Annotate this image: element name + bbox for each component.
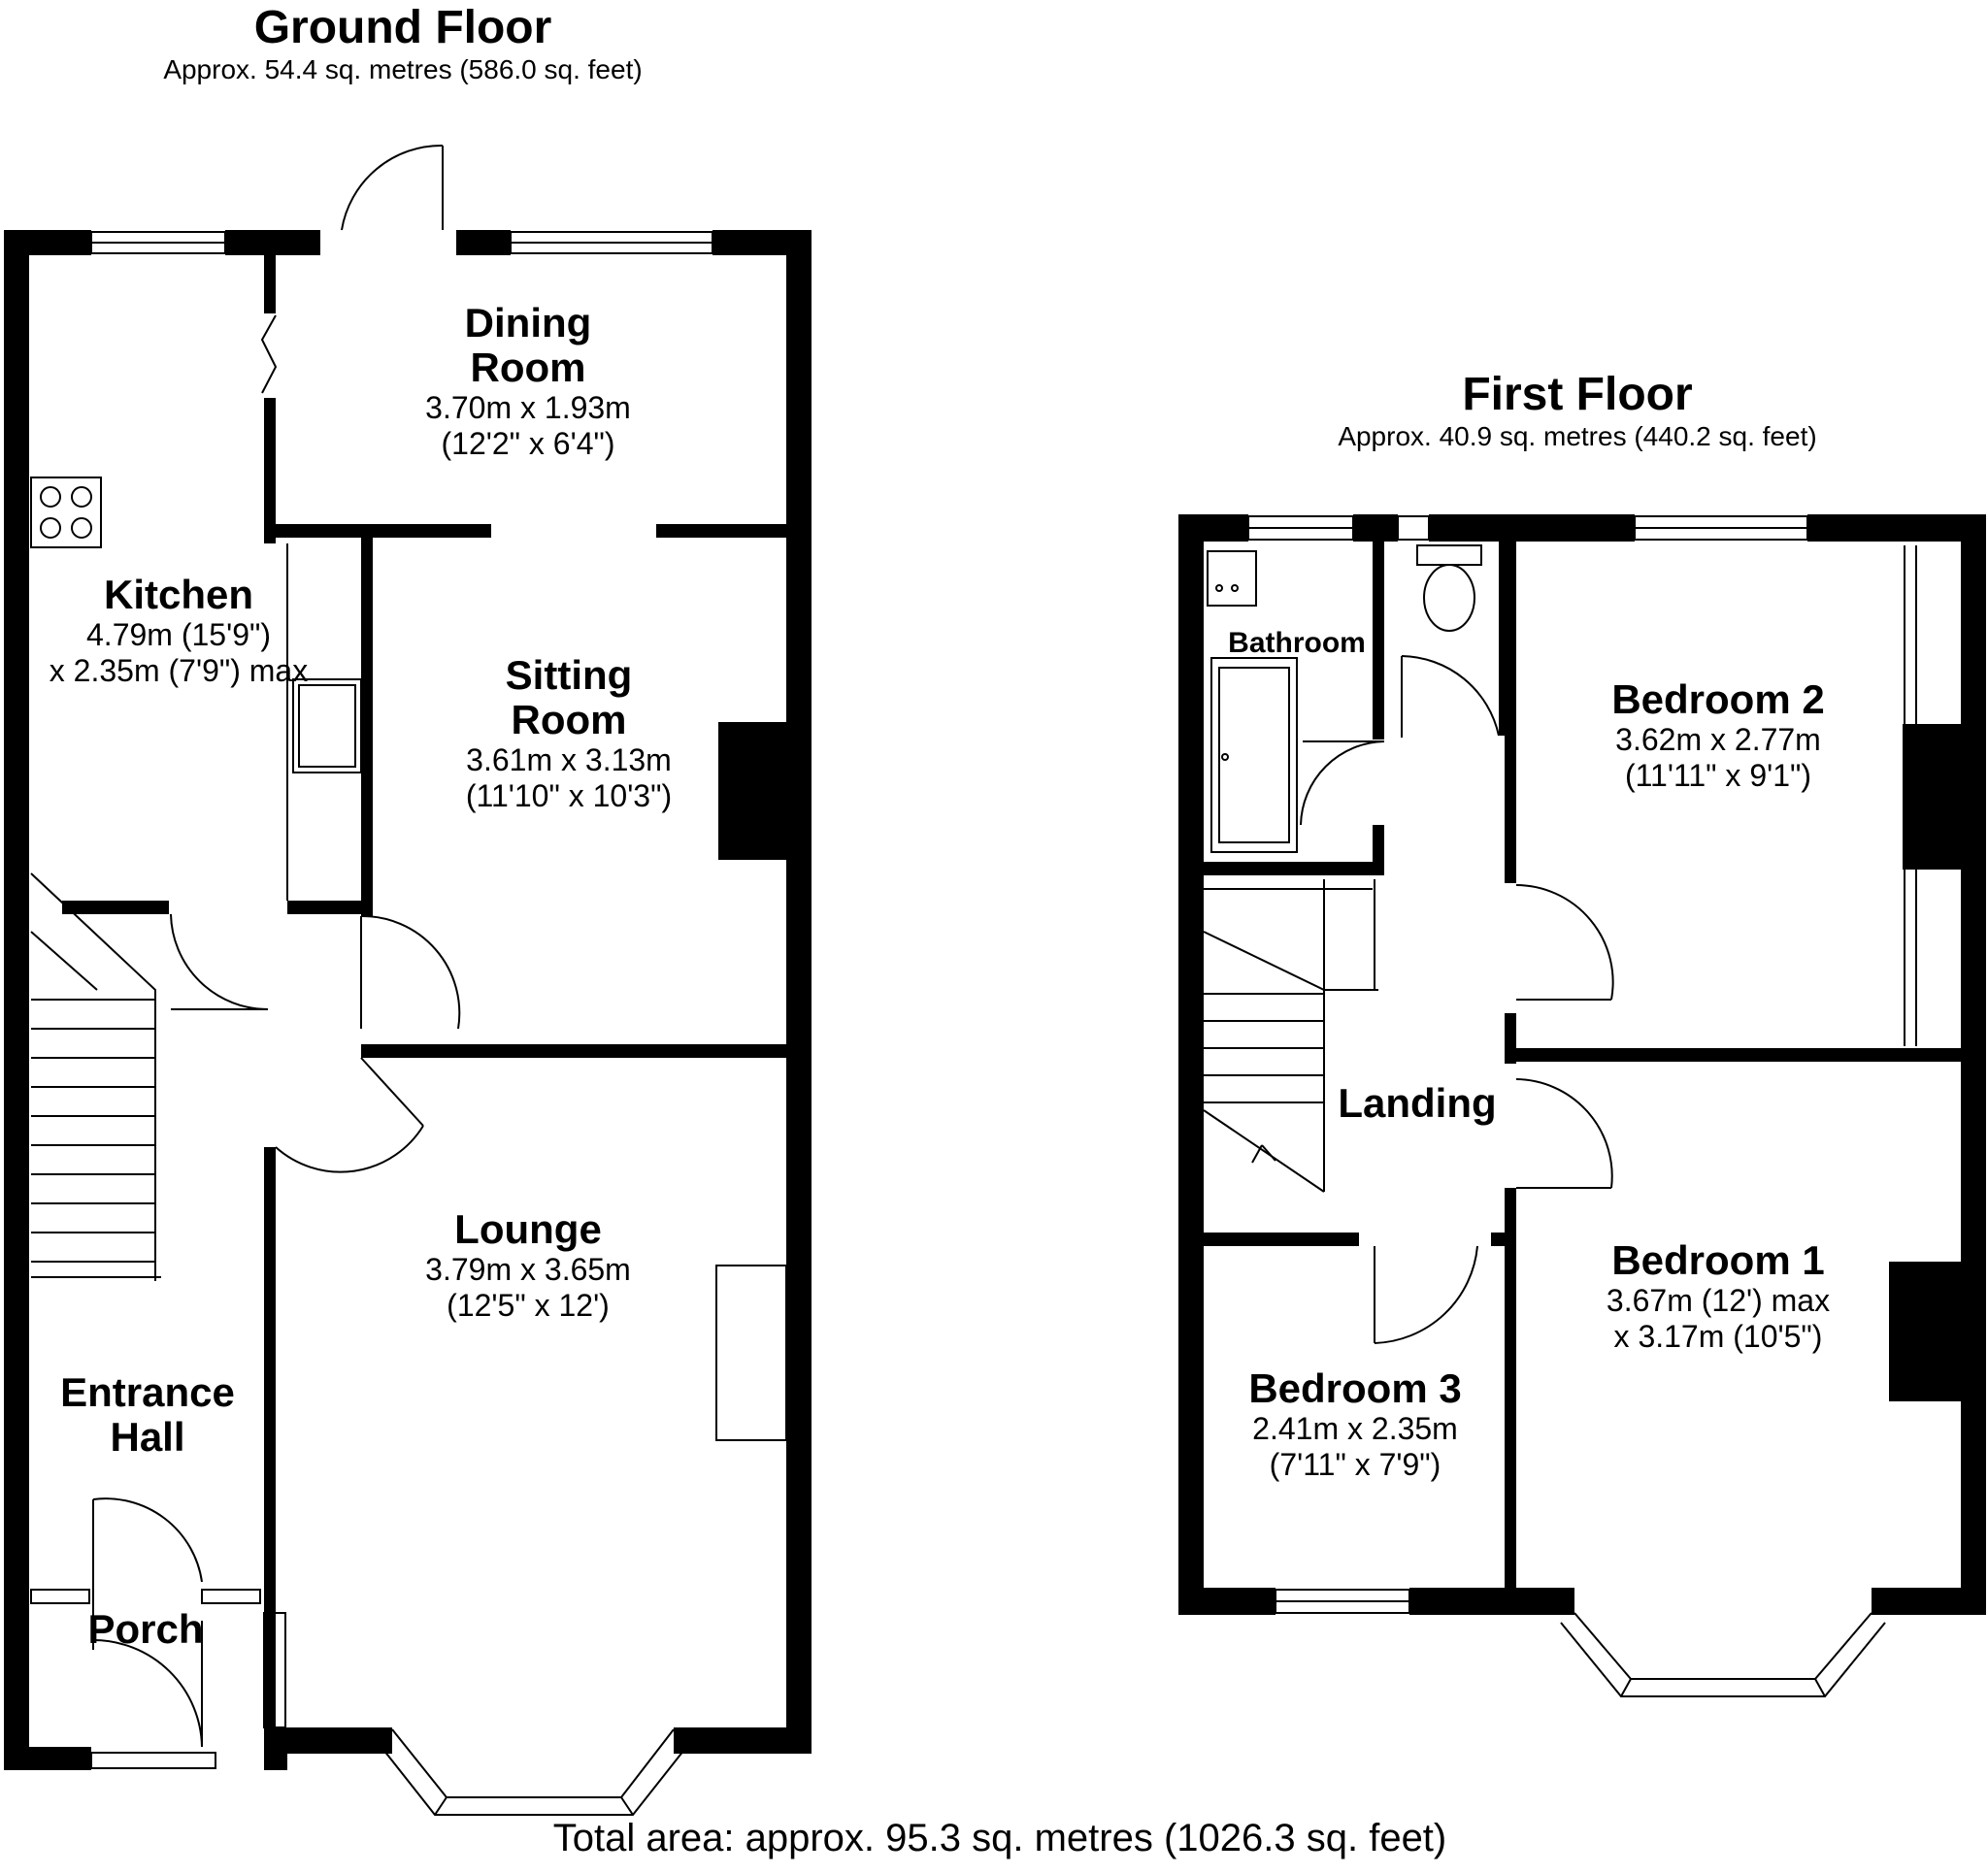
bedroom-2-name: Bedroom 2: [1611, 676, 1825, 722]
total-area: Total area: approx. 95.3 sq. metres (102…: [552, 1817, 1447, 1859]
bedroom-3-name: Bedroom 3: [1248, 1365, 1462, 1411]
kitchen-dim-length: 4.79m (15'9"): [86, 617, 271, 653]
sitting-room-dim-imperial: (11'10" x 10'3"): [465, 778, 673, 814]
first-floor-fixtures: [1203, 544, 1482, 1193]
bedroom-2-dim-imperial: (11'11" x 9'1"): [1624, 757, 1812, 793]
ground-floor-title: Ground Floor: [253, 2, 552, 53]
staircase-icon: [1203, 879, 1378, 1193]
bedroom-3-dim-metric: 2.41m x 2.35m: [1252, 1411, 1458, 1447]
sink-icon: [292, 678, 362, 773]
ground-floor-header: Ground Floor Approx. 54.4 sq. metres (58…: [97, 2, 709, 84]
dining-room-dim-imperial: (12'2" x 6'4"): [441, 426, 615, 462]
sitting-room-name-line1: Sitting: [505, 652, 633, 698]
lounge-dim-metric: 3.79m x 3.65m: [425, 1252, 631, 1288]
room-label-landing: Landing: [1320, 1080, 1514, 1126]
kitchen-name: Kitchen: [103, 572, 253, 617]
bedroom-2-dim-metric: 3.62m x 2.77m: [1615, 722, 1821, 758]
room-label-sitting: Sitting Room 3.61m x 3.13m (11'10" x 10'…: [423, 652, 714, 814]
bedroom-1-dim-width: x 3.17m (10'5"): [1613, 1318, 1823, 1354]
bedroom-1-name: Bedroom 1: [1611, 1237, 1825, 1283]
ground-floor-plan: [4, 144, 812, 1816]
dining-room-name-line1: Dining: [464, 300, 592, 345]
toilet-icon: [1423, 564, 1475, 632]
porch-name: Porch: [87, 1606, 204, 1652]
room-label-bedroom-3: Bedroom 3 2.41m x 2.35m (7'11" x 7'9"): [1209, 1365, 1501, 1483]
room-label-lounge: Lounge 3.79m x 3.65m (12'5" x 12'): [382, 1206, 674, 1324]
entrance-hall-name-line1: Entrance: [60, 1369, 235, 1415]
room-label-bedroom-1: Bedroom 1 3.67m (12') max x 3.17m (10'5"…: [1563, 1237, 1873, 1355]
first-floor-doors: [1300, 655, 1614, 1344]
dining-room-name-line2: Room: [470, 345, 586, 391]
ground-floor-fixtures: [30, 477, 787, 1441]
hob-icon: [30, 477, 102, 548]
ground-floor-doors: [92, 144, 461, 1748]
sitting-room-name-line2: Room: [511, 697, 627, 743]
ground-floor-windows: [30, 231, 713, 1816]
dining-room-dim-metric: 3.70m x 1.93m: [425, 390, 631, 426]
room-label-bathroom: Bathroom: [1228, 627, 1366, 659]
room-label-porch: Porch: [39, 1606, 252, 1652]
first-floor-windows: [1247, 515, 1917, 1697]
ground-floor-walls: [4, 230, 812, 1770]
bedroom-3-dim-imperial: (7'11" x 7'9"): [1269, 1446, 1441, 1482]
kitchen-dim-width: x 2.35m (7'9") max: [49, 652, 309, 688]
first-floor-header: First Floor Approx. 40.9 sq. metres (440…: [1262, 369, 1893, 451]
ground-floor-area: Approx. 54.4 sq. metres (586.0 sq. feet): [163, 53, 643, 84]
first-floor-walls: [1178, 514, 1986, 1615]
landing-name: Landing: [1338, 1080, 1497, 1126]
first-floor-title: First Floor: [1462, 369, 1693, 420]
shower-icon: [1210, 657, 1298, 853]
lounge-name: Lounge: [454, 1206, 602, 1252]
first-floor-plan: [1178, 514, 1986, 1697]
room-label-bedroom-2: Bedroom 2 3.62m x 2.77m (11'11" x 9'1"): [1563, 676, 1873, 794]
fireplace-icon: [715, 1265, 787, 1441]
room-label-dining: Dining Room 3.70m x 1.93m (12'2" x 6'4"): [382, 300, 674, 462]
bedroom-1-dim-length: 3.67m (12') max: [1606, 1283, 1831, 1319]
room-label-entrance-hall: Entrance Hall: [31, 1369, 264, 1461]
sitting-room-dim-metric: 3.61m x 3.13m: [466, 742, 672, 778]
lounge-dim-imperial: (12'5" x 12'): [447, 1287, 610, 1323]
staircase-icon: [30, 872, 161, 1281]
first-floor-area: Approx. 40.9 sq. metres (440.2 sq. feet): [1338, 420, 1817, 451]
basin-icon: [1207, 550, 1257, 607]
room-label-kitchen: Kitchen 4.79m (15'9") x 2.35m (7'9") max: [23, 572, 334, 689]
entrance-hall-name-line2: Hall: [110, 1414, 185, 1461]
